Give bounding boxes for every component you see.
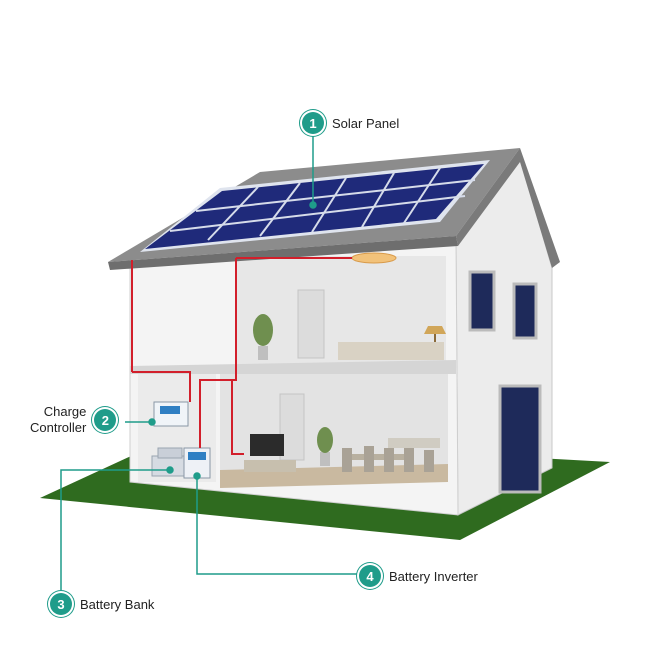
callout-badge-3: 3 xyxy=(50,593,72,615)
leader-lines xyxy=(60,134,359,592)
dining-chairs xyxy=(342,446,434,472)
callout-badge-1: 1 xyxy=(302,112,324,134)
dining-table xyxy=(350,454,412,460)
window-side-upper-2 xyxy=(512,282,538,340)
wiring xyxy=(131,257,352,455)
callout-label-charge-controller-line2: Controller xyxy=(30,420,87,435)
lamp-upstairs xyxy=(424,326,446,342)
plant-upstairs xyxy=(253,314,273,360)
plant-downstairs xyxy=(317,427,333,466)
callout-solar-panel: 1 Solar Panel xyxy=(302,112,399,134)
bed xyxy=(338,342,444,360)
callout-label-charge-controller-line1: Charge xyxy=(43,404,87,419)
window-side-door xyxy=(498,384,542,494)
callout-battery-inverter: 4 Battery Inverter xyxy=(359,565,478,587)
callout-label-battery-bank: Battery Bank xyxy=(80,596,155,612)
tv xyxy=(250,434,284,456)
tv-stand xyxy=(244,460,296,472)
ceiling-light xyxy=(351,252,397,264)
callout-label-battery-inverter: Battery Inverter xyxy=(389,568,478,584)
callout-battery-bank: 3 Battery Bank xyxy=(50,593,154,615)
window-side-upper-1 xyxy=(468,270,496,332)
callout-label-charge-controller: Charge Controller xyxy=(30,404,86,436)
callout-badge-2: 2 xyxy=(94,409,117,431)
roof-gable-edge xyxy=(456,148,560,268)
callout-charge-controller: Charge Controller 2 xyxy=(30,404,117,436)
solar-panel-gridlines xyxy=(169,167,476,241)
charge-controller xyxy=(153,401,189,427)
callout-label-solar-panel: Solar Panel xyxy=(332,115,400,131)
kitchen-counter xyxy=(388,438,440,448)
floor-slab xyxy=(130,360,456,374)
upstairs-door xyxy=(297,289,325,359)
roof-edge xyxy=(108,236,458,270)
callout-badge-4: 4 xyxy=(359,565,381,587)
battery-bank xyxy=(151,447,189,477)
